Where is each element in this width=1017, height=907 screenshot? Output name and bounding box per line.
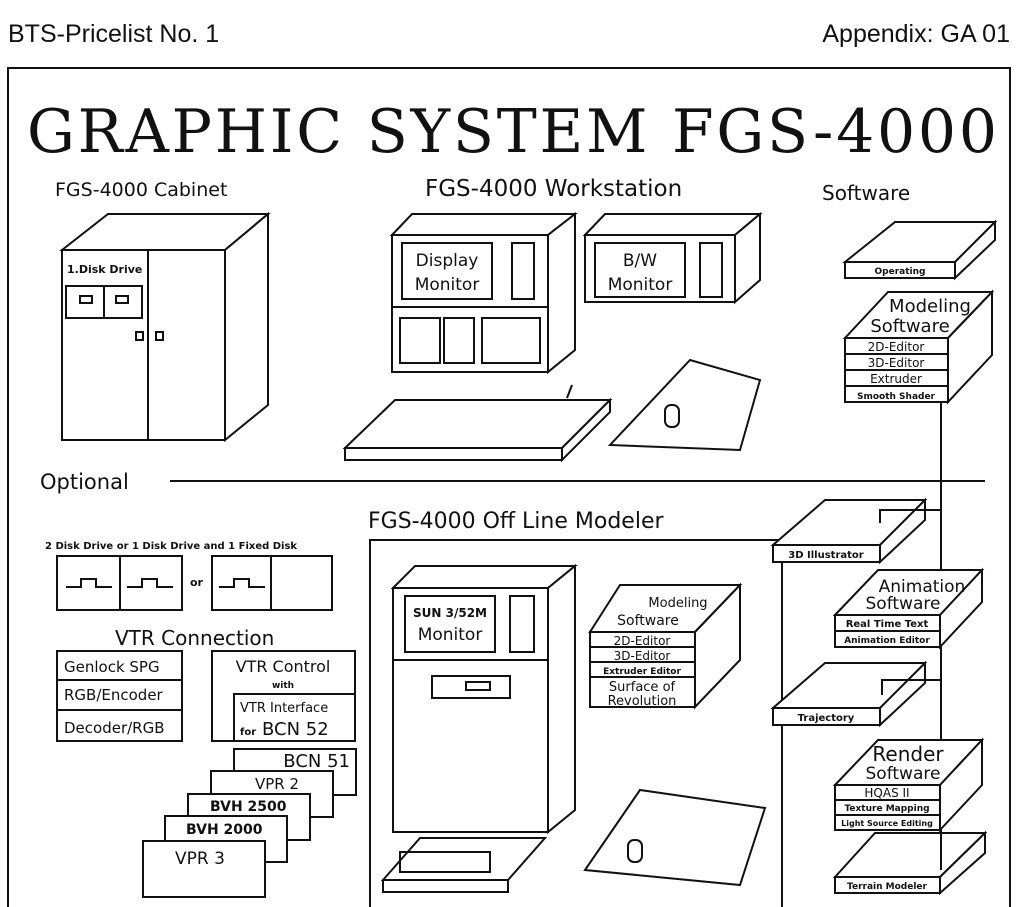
terrain-modeler: Terrain Modeler	[847, 882, 927, 892]
offline-modeling-title2: Software	[617, 613, 679, 629]
offline-3d-editor: 3D-Editor	[614, 649, 671, 663]
display-monitor-line1: Display	[416, 251, 479, 271]
real-time-text: Real Time Text	[846, 619, 929, 630]
decoder-rgb: Decoder/RGB	[64, 719, 165, 737]
workstation: FGS-4000 Workstation Display Monitor B/W…	[342, 176, 763, 463]
cabinet: FGS-4000 Cabinet 1.Disk Drive	[55, 179, 271, 443]
3d-illustrator: 3D Illustrator	[788, 550, 863, 561]
optional-disks: 2 Disk Drive or 1 Disk Drive and 1 Fixed…	[45, 541, 333, 611]
vtr-bcn-51: BCN 51	[283, 751, 350, 772]
vtr-connection: VTR Connection Genlock SPG RGB/Encoder D…	[56, 626, 357, 898]
bcn-52: BCN 52	[262, 719, 329, 740]
vtr-interface: VTR Interface	[240, 701, 328, 716]
appendix-label: Appendix: GA 01	[822, 20, 1010, 48]
outer-frame	[7, 67, 1011, 907]
offline-tablet-icon	[583, 788, 767, 887]
operating-software: Operating	[875, 267, 926, 277]
bw-monitor-line2: Monitor	[608, 275, 673, 295]
trajectory: Trajectory	[798, 713, 855, 724]
hqas-ii: HQAS II	[864, 786, 909, 800]
vtr-vpr-3: VPR 3	[175, 849, 225, 869]
optional-label: Optional	[40, 470, 129, 494]
offline-heading: FGS-4000 Off Line Modeler	[368, 509, 664, 534]
page-title: GRAPHIC SYSTEM FGS-4000	[27, 97, 997, 167]
texture-mapping: Texture Mapping	[844, 804, 929, 814]
software-heading: Software	[822, 181, 910, 205]
vtr-with: with	[272, 681, 294, 691]
sun-monitor-line2: Monitor	[418, 625, 483, 645]
software-column: Software Operating Modeling Software 2D-…	[770, 181, 998, 896]
workstation-heading: FGS-4000 Workstation	[425, 176, 682, 202]
vtr-control: VTR Control	[236, 657, 331, 676]
offline-surface-of: Surface of	[609, 680, 676, 695]
display-monitor-line2: Monitor	[415, 275, 480, 295]
offline-2d-editor: 2D-Editor	[614, 634, 671, 648]
animation-title1: Animation	[879, 577, 966, 597]
offline-modeler: FGS-4000 Off Line Modeler SUN 3/52M Moni…	[368, 509, 783, 907]
animation-title2: Software	[866, 594, 941, 614]
sun-monitor-line1: SUN 3/52M	[413, 606, 487, 620]
tablet-icon	[607, 358, 762, 452]
vtr-vpr-2: VPR 2	[255, 775, 299, 793]
vtr-bvh-2000: BVH 2000	[186, 822, 263, 838]
disks-caption: 2 Disk Drive or 1 Disk Drive and 1 Fixed…	[45, 541, 297, 552]
vtr-bvh-2500: BVH 2500	[210, 799, 287, 815]
vtr-heading: VTR Connection	[115, 626, 274, 650]
offline-extruder-editor: Extruder Editor	[603, 667, 681, 677]
offline-modeling-title1: Modeling	[648, 596, 707, 611]
genlock-spg: Genlock SPG	[64, 658, 160, 676]
modeling-title2: Software	[870, 316, 949, 337]
modeling-title1: Modeling	[889, 296, 971, 317]
cabinet-heading: FGS-4000 Cabinet	[55, 179, 227, 201]
animation-editor: Animation Editor	[844, 636, 930, 646]
offline-keyboard-icon	[380, 837, 548, 881]
vtr-for: for	[240, 727, 256, 738]
modeling-3d-editor: 3D-Editor	[868, 356, 925, 370]
modeling-2d-editor: 2D-Editor	[868, 340, 925, 354]
disk-drive-label: 1.Disk Drive	[67, 263, 142, 276]
modeling-extruder: Extruder	[870, 372, 922, 386]
or-label: or	[190, 576, 204, 589]
pricelist-label: BTS-Pricelist No. 1	[8, 20, 219, 48]
modeling-smooth-shader: Smooth Shader	[857, 392, 936, 402]
light-source-editing: Light Source Editing	[841, 819, 933, 828]
bw-monitor-line1: B/W	[623, 251, 657, 271]
render-title2: Software	[866, 764, 941, 784]
render-title1: Render	[872, 742, 944, 766]
offline-revolution: Revolution	[608, 694, 677, 709]
rgb-encoder: RGB/Encoder	[64, 686, 164, 704]
